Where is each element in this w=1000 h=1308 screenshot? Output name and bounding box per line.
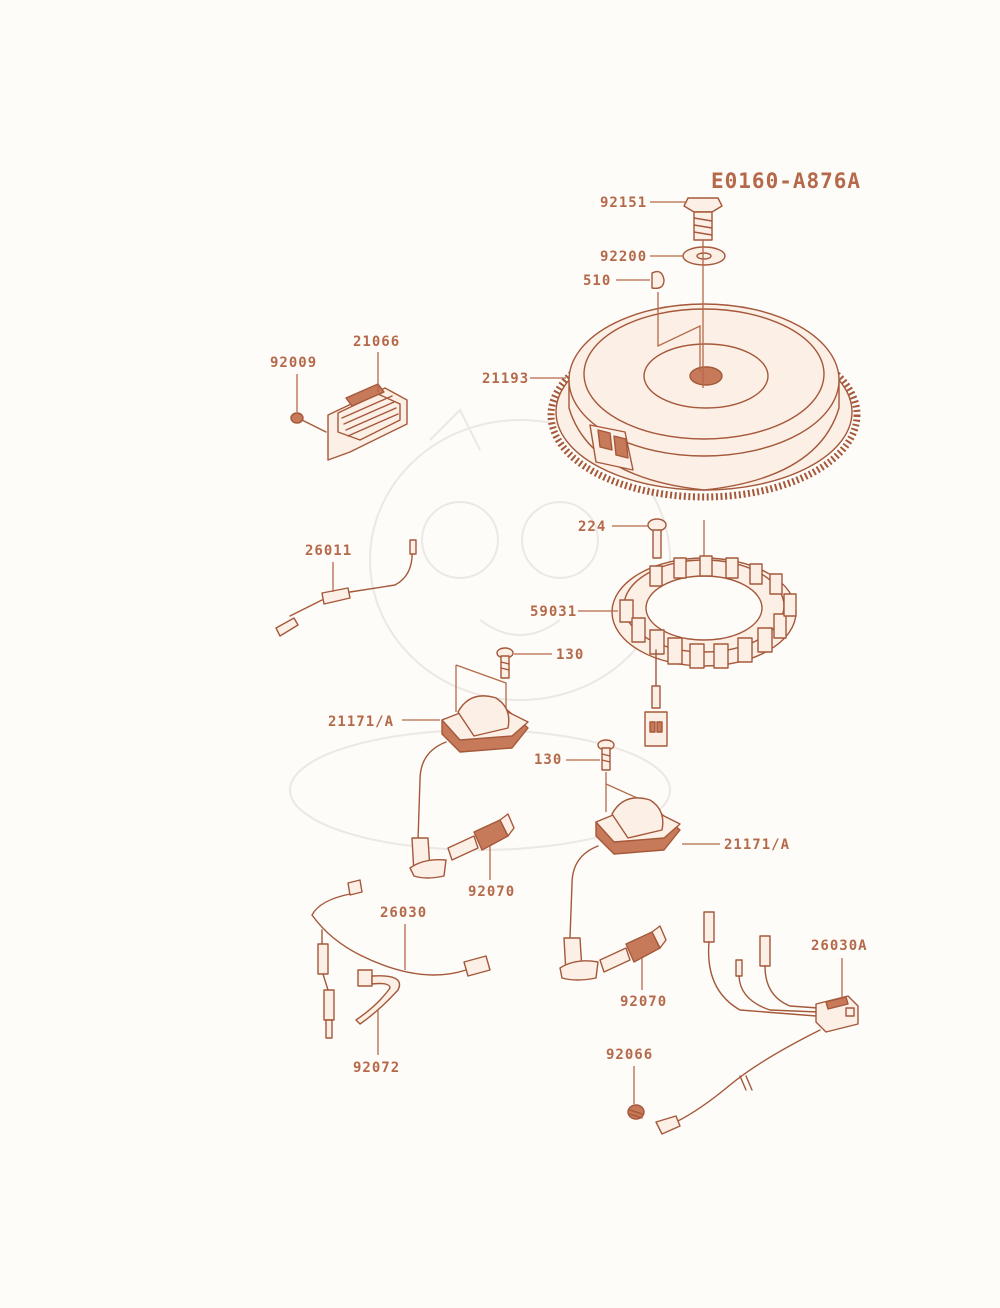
part-label-26030a: 26030A: [811, 938, 868, 954]
part-label-21171a-b: 21171/A: [724, 837, 790, 853]
part-label-92066: 92066: [606, 1047, 653, 1063]
bolt-130-b: [597, 739, 615, 771]
part-label-130-b: 130: [534, 752, 562, 768]
part-label-92070-b: 92070: [620, 994, 667, 1010]
wire-harness-26030: [311, 879, 491, 1039]
part-label-92072: 92072: [353, 1060, 400, 1076]
part-label-21171a-a: 21171/A: [328, 714, 394, 730]
spark-plug-92070-a: [447, 813, 515, 861]
key-510: [651, 270, 665, 290]
regulator-21066: [327, 383, 408, 461]
lead-wire-26011: [275, 539, 417, 637]
ignition-coil-21171a-b: [559, 772, 681, 981]
bolt-224: [647, 518, 667, 559]
part-label-92151: 92151: [600, 195, 647, 211]
part-label-130-a: 130: [556, 647, 584, 663]
part-label-92200: 92200: [600, 249, 647, 265]
part-label-21066: 21066: [353, 334, 400, 350]
part-label-92009: 92009: [270, 355, 317, 371]
bolt-130-a: [496, 647, 514, 679]
washer-92200: [682, 246, 726, 266]
part-label-510: 510: [583, 273, 611, 289]
part-label-26030: 26030: [380, 905, 427, 921]
diagram-code: E0160-A876A: [711, 169, 861, 193]
clip-92072: [355, 969, 401, 1025]
part-label-92070-a: 92070: [468, 884, 515, 900]
part-label-224: 224: [578, 519, 606, 535]
spark-plug-92070-b: [599, 925, 667, 973]
part-label-26011: 26011: [305, 543, 352, 559]
flywheel-21193: [547, 303, 861, 501]
screw-92009: [290, 412, 327, 433]
nut-92066: [627, 1104, 645, 1120]
watermark: [289, 408, 671, 851]
ignition-coil-21171a-a: [409, 664, 529, 879]
wire-harness-26030a: [655, 911, 859, 1135]
part-label-59031: 59031: [530, 604, 577, 620]
bolt-92151: [683, 197, 723, 241]
part-label-21193: 21193: [482, 371, 529, 387]
stator-59031: [611, 555, 797, 747]
